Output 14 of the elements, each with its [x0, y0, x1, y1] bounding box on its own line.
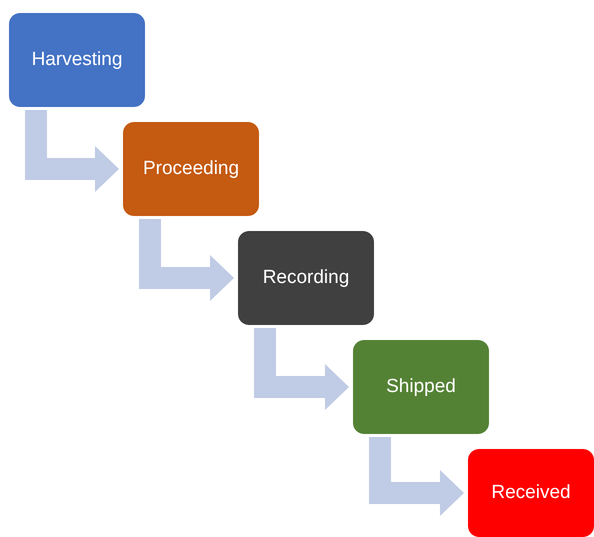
step-label: Harvesting [32, 49, 122, 71]
step-label: Proceeding [142, 158, 240, 180]
bent-arrow [369, 437, 464, 516]
process-box [353, 340, 489, 434]
step-label: Received [491, 482, 571, 504]
bent-arrow [139, 219, 234, 301]
process-box [123, 122, 259, 216]
step-label: Recording [262, 267, 350, 289]
process-box [468, 449, 594, 537]
process-box [9, 13, 145, 107]
process-box [238, 231, 374, 325]
step-label: Shipped [386, 376, 456, 398]
bent-arrow [254, 328, 349, 410]
bent-arrow [25, 110, 119, 192]
